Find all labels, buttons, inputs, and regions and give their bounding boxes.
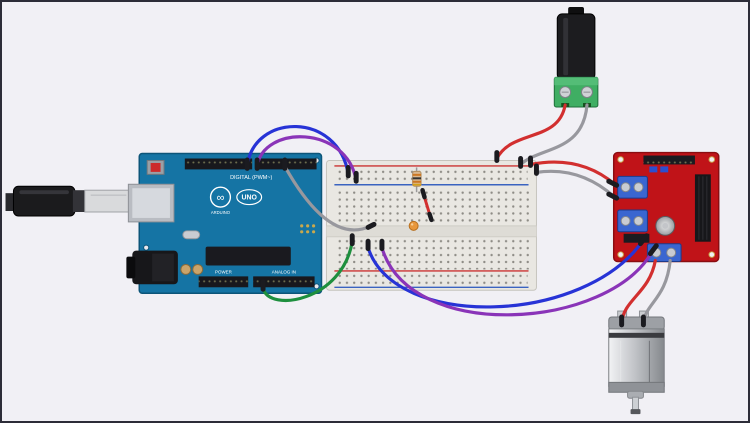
mounting-hole-icon bbox=[313, 283, 320, 290]
atmega-chip bbox=[205, 246, 291, 266]
mounting-hole-icon bbox=[708, 251, 716, 258]
capacitor-top bbox=[662, 222, 669, 229]
wire-red-driver-to-motor[interactable] bbox=[619, 258, 657, 328]
green-terminal-top bbox=[554, 77, 598, 86]
arduino-uno[interactable]: DIGITAL (PWM~) ∞ UNO ARDUINO POWER AN bbox=[126, 152, 323, 294]
wire-gray-powerjack-to-breadboard[interactable] bbox=[518, 103, 589, 169]
lower-grid-holes bbox=[334, 236, 533, 270]
terminal-screw-icon bbox=[620, 182, 631, 193]
wire-tip bbox=[427, 211, 434, 223]
terminal-screw-icon bbox=[620, 215, 631, 226]
resistor-band bbox=[412, 183, 422, 186]
wire-tip bbox=[420, 187, 427, 200]
motor-band bbox=[608, 332, 665, 338]
silkscreen-analog: ANALOG IN bbox=[272, 269, 296, 274]
led-highlight bbox=[410, 223, 414, 226]
analog-header-pins bbox=[253, 276, 315, 288]
silkscreen-digital: DIGITAL (PWM~) bbox=[230, 175, 272, 181]
jack-highlight bbox=[563, 17, 569, 76]
mounting-hole-icon bbox=[617, 156, 624, 163]
screw-terminal-power bbox=[617, 209, 648, 233]
shaft-tip bbox=[630, 409, 641, 415]
resistor[interactable] bbox=[412, 167, 422, 193]
wire-path[interactable] bbox=[255, 135, 358, 182]
uno-oval bbox=[236, 189, 263, 206]
wire-purple-arduino-to-breadboard[interactable] bbox=[254, 135, 359, 184]
wire-path[interactable] bbox=[641, 258, 672, 325]
usb-metal-shell bbox=[84, 189, 133, 213]
motor-top-cap bbox=[608, 316, 665, 331]
resistor-band bbox=[412, 177, 422, 180]
jumper-cap-icon bbox=[660, 166, 669, 173]
wire-path[interactable] bbox=[495, 103, 567, 161]
jack-body bbox=[556, 13, 596, 80]
wire-red-powerjack-to-breadboard[interactable] bbox=[494, 103, 567, 163]
wire-gray-breadboard-to-driver[interactable] bbox=[533, 163, 620, 201]
power-jack-barrel bbox=[126, 256, 136, 279]
power-jack-body bbox=[152, 253, 174, 282]
usb-plug-highlight bbox=[19, 190, 69, 195]
arduino-logo-circle bbox=[209, 186, 232, 208]
mounting-hole-icon bbox=[143, 244, 150, 251]
terminal-screw-icon bbox=[633, 215, 644, 226]
terminal-screw-icon bbox=[633, 182, 644, 193]
capacitor-icon bbox=[192, 263, 204, 275]
bottom-rail-holes bbox=[337, 271, 528, 286]
capacitor-icon bbox=[180, 263, 192, 275]
wire-tip bbox=[365, 221, 377, 230]
wire-blue-breadboard-to-driver[interactable] bbox=[365, 233, 649, 309]
resistor-band bbox=[412, 180, 422, 183]
wire-gray-driver-to-motor[interactable] bbox=[640, 258, 672, 328]
wire-path[interactable] bbox=[380, 246, 655, 317]
wire-path[interactable] bbox=[366, 238, 646, 309]
terminal-screw-icon bbox=[666, 247, 677, 258]
top-rail-holes bbox=[337, 168, 528, 183]
center-groove bbox=[326, 225, 537, 237]
wire-path[interactable] bbox=[283, 164, 373, 232]
driver-input-header bbox=[623, 233, 650, 243]
dc-motor[interactable] bbox=[608, 310, 665, 415]
reset-button[interactable] bbox=[150, 162, 161, 172]
wire-purple-breadboard-to-driver[interactable] bbox=[379, 238, 659, 317]
wire-tip bbox=[606, 178, 620, 188]
wire-tip bbox=[606, 191, 620, 201]
motor-shaft bbox=[632, 396, 639, 412]
wire-path[interactable] bbox=[261, 240, 354, 302]
led-orange[interactable] bbox=[408, 220, 419, 231]
usb-port-top bbox=[132, 188, 170, 218]
wire-red-breadboard-to-driver[interactable] bbox=[528, 155, 620, 188]
icsp-header bbox=[300, 224, 316, 234]
usb-cable[interactable] bbox=[5, 185, 133, 217]
mounting-hole-icon bbox=[617, 251, 624, 258]
l298n-motor-driver[interactable] bbox=[612, 151, 720, 263]
jumper-cap-icon bbox=[649, 166, 658, 173]
usb-strain-relief bbox=[72, 190, 85, 212]
resistor-band bbox=[412, 173, 422, 176]
led-body bbox=[408, 220, 419, 231]
barrel-jack-adapter[interactable] bbox=[553, 6, 599, 108]
silkscreen-brand: ARDUINO bbox=[211, 210, 231, 215]
driver-pin-header-top-pins bbox=[643, 155, 695, 165]
power-header-pins bbox=[198, 276, 249, 288]
wire-green-arduino-to-breadboard[interactable] bbox=[260, 233, 355, 302]
wire-tip bbox=[637, 233, 649, 247]
usb-cable-end bbox=[5, 193, 18, 212]
wire-red-jumper-on-breadboard[interactable] bbox=[420, 187, 434, 223]
arduino-logo-icon: ∞ bbox=[217, 192, 225, 204]
wire-gray-arduino-to-breadboard[interactable] bbox=[282, 157, 377, 232]
silkscreen-power: POWER bbox=[215, 269, 232, 274]
crystal-oscillator bbox=[182, 230, 201, 240]
wire-tip bbox=[647, 243, 659, 257]
digital-header-left-pins bbox=[184, 158, 253, 170]
silkscreen-model: UNO bbox=[242, 195, 258, 202]
wire-path[interactable] bbox=[519, 103, 589, 167]
mounting-hole-icon bbox=[708, 156, 716, 163]
motor-body bbox=[608, 328, 665, 387]
